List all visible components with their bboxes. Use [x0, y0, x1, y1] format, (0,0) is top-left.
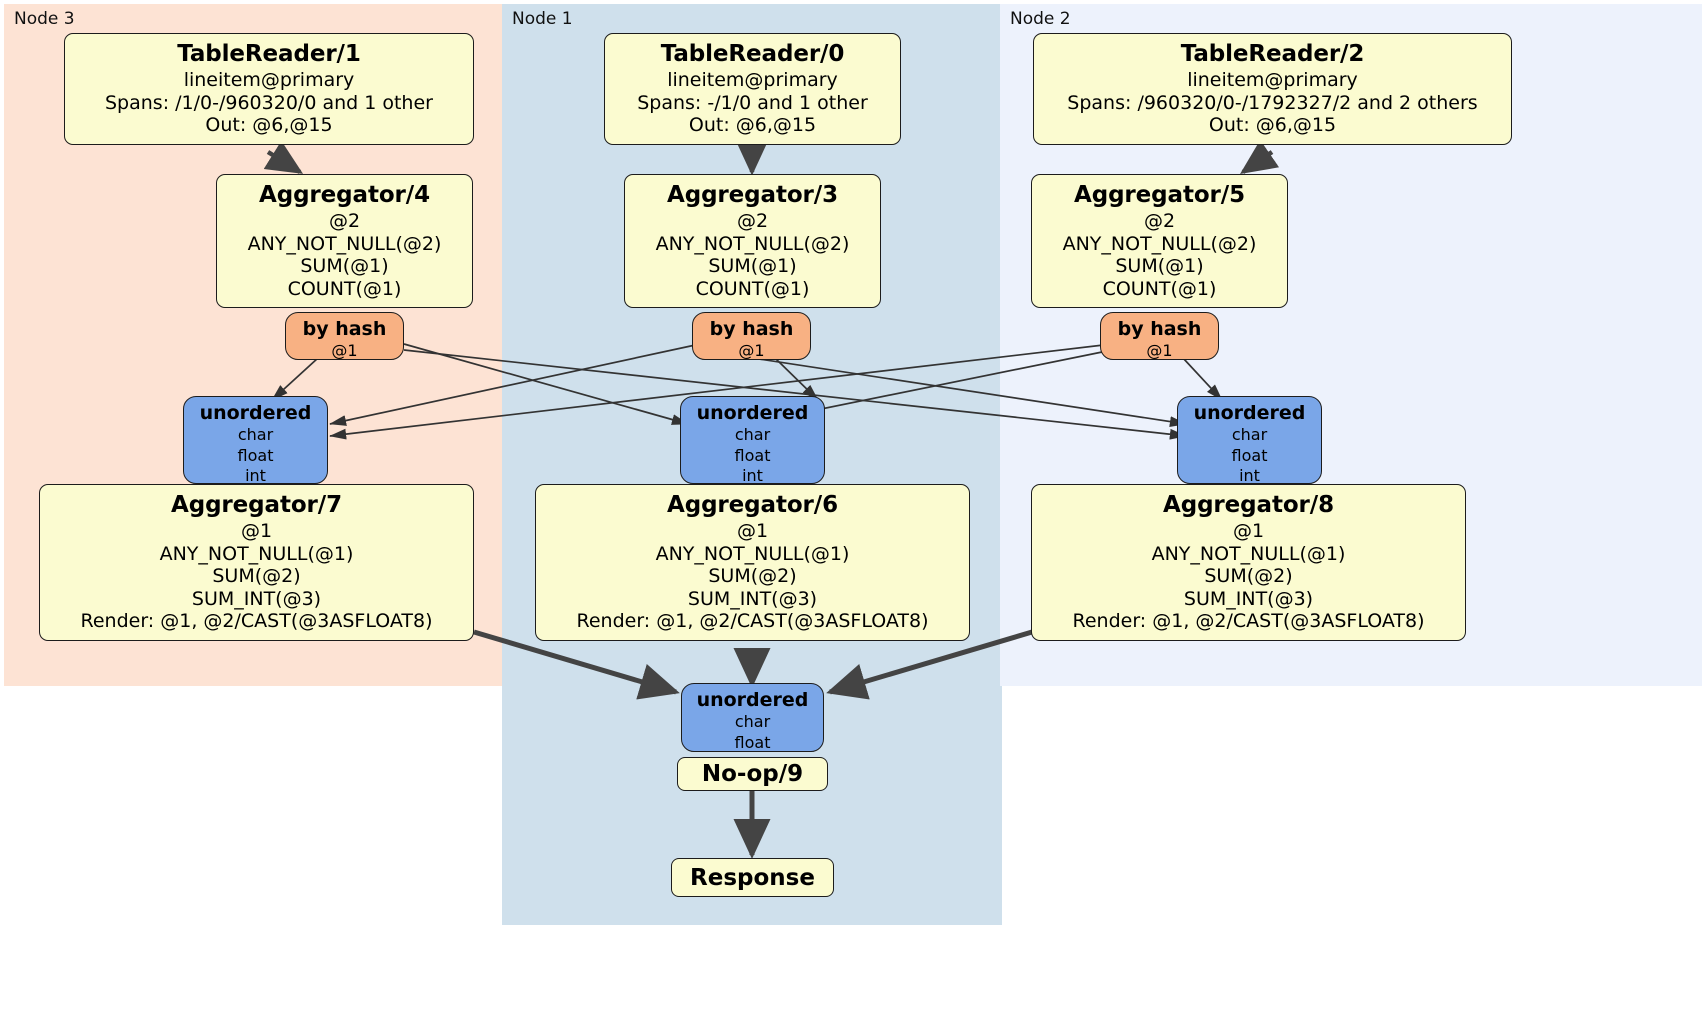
hash-router-column: @1 — [331, 340, 358, 360]
table-reader-spans: Spans: /960320/0-/1792327/2 and 2 others — [1067, 91, 1478, 114]
aggregator-func-3: COUNT(@1) — [287, 277, 402, 300]
unordered-router-type-2: float — [1231, 445, 1268, 465]
aggregator-func-3: SUM_INT(@3) — [191, 587, 322, 610]
table-reader-out: Out: @6,@15 — [205, 114, 333, 137]
aggregator-func-1: ANY_NOT_NULL(@1) — [159, 542, 354, 565]
unordered-router-type-2: float — [237, 445, 274, 465]
aggregator-box-8[interactable]: Aggregator/8 @1 ANY_NOT_NULL(@1) SUM(@2)… — [1031, 484, 1466, 642]
unordered-router-node1[interactable]: unordered char float int — [680, 396, 825, 486]
table-reader-table: lineitem@primary — [183, 68, 355, 91]
response-box[interactable]: Response — [671, 858, 834, 897]
aggregator-group: @1 — [1232, 519, 1265, 542]
unordered-router-title: unordered — [696, 402, 809, 424]
aggregator-group: @2 — [1143, 209, 1176, 232]
hash-router-node2[interactable]: by hash @1 — [1100, 312, 1219, 360]
aggregator-func-2: SUM(@2) — [212, 565, 301, 588]
aggregator-box-4[interactable]: Aggregator/4 @2 ANY_NOT_NULL(@2) SUM(@1)… — [216, 174, 473, 309]
unordered-router-type-1: char — [237, 424, 274, 444]
aggregator-box-6[interactable]: Aggregator/6 @1 ANY_NOT_NULL(@1) SUM(@2)… — [535, 484, 970, 642]
aggregator-func-1: ANY_NOT_NULL(@2) — [247, 232, 442, 255]
aggregator-func-2: SUM(@1) — [708, 255, 797, 278]
aggregator-group: @1 — [240, 519, 273, 542]
aggregator-box-7[interactable]: Aggregator/7 @1 ANY_NOT_NULL(@1) SUM(@2)… — [39, 484, 474, 642]
aggregator-func-3: COUNT(@1) — [695, 277, 810, 300]
aggregator-title: Aggregator/8 — [1163, 492, 1334, 518]
final-unordered-type-1: char — [734, 711, 771, 731]
aggregator-func-1: ANY_NOT_NULL(@2) — [655, 232, 850, 255]
noop-title: No-op/9 — [701, 761, 804, 787]
unordered-router-type-2: float — [734, 445, 771, 465]
aggregator-title: Aggregator/6 — [667, 492, 838, 518]
aggregator-render: Render: @1, @2/CAST(@3ASFLOAT8) — [80, 610, 433, 633]
table-reader-box-1[interactable]: TableReader/1 lineitem@primary Spans: /1… — [64, 33, 474, 145]
aggregator-render: Render: @1, @2/CAST(@3ASFLOAT8) — [576, 610, 929, 633]
hash-router-node3[interactable]: by hash @1 — [285, 312, 404, 360]
table-reader-spans: Spans: /1/0-/960320/0 and 1 other — [105, 91, 433, 114]
response-title: Response — [690, 864, 815, 891]
table-reader-title: TableReader/0 — [660, 41, 845, 67]
unordered-router-node2[interactable]: unordered char float int — [1177, 396, 1322, 486]
aggregator-func-3: COUNT(@1) — [1102, 277, 1217, 300]
hash-router-title: by hash — [709, 318, 794, 340]
aggregator-title: Aggregator/5 — [1074, 182, 1245, 208]
aggregator-group: @2 — [328, 209, 361, 232]
aggregator-title: Aggregator/3 — [667, 182, 838, 208]
final-unordered-type-2: float — [734, 732, 771, 752]
unordered-router-type-3: int — [245, 466, 266, 486]
aggregator-group: @2 — [736, 209, 769, 232]
table-reader-out: Out: @6,@15 — [688, 114, 817, 137]
noop-box[interactable]: No-op/9 — [677, 757, 828, 791]
unordered-router-title: unordered — [1193, 402, 1306, 424]
node-panel-label-node1: Node 1 — [512, 9, 573, 29]
unordered-router-type-3: int — [1239, 466, 1260, 486]
unordered-router-type-1: char — [1231, 424, 1268, 444]
hash-router-column: @1 — [738, 340, 765, 360]
table-reader-table: lineitem@primary — [1187, 68, 1358, 91]
aggregator-title: Aggregator/7 — [171, 492, 342, 518]
hash-router-column: @1 — [1146, 340, 1173, 360]
aggregator-func-1: ANY_NOT_NULL(@1) — [1151, 542, 1346, 565]
aggregator-func-1: ANY_NOT_NULL(@1) — [655, 542, 850, 565]
table-reader-box-2[interactable]: TableReader/2 lineitem@primary Spans: /9… — [1033, 33, 1512, 145]
aggregator-func-3: SUM_INT(@3) — [687, 587, 818, 610]
aggregator-box-5[interactable]: Aggregator/5 @2 ANY_NOT_NULL(@2) SUM(@1)… — [1031, 174, 1288, 309]
table-reader-box-0[interactable]: TableReader/0 lineitem@primary Spans: -/… — [604, 33, 901, 145]
final-unordered-title: unordered — [696, 689, 809, 711]
unordered-router-type-1: char — [734, 424, 771, 444]
table-reader-title: TableReader/1 — [177, 41, 361, 67]
aggregator-func-1: ANY_NOT_NULL(@2) — [1062, 232, 1257, 255]
aggregator-title: Aggregator/4 — [259, 182, 430, 208]
aggregator-func-3: SUM_INT(@3) — [1183, 587, 1314, 610]
aggregator-render: Render: @1, @2/CAST(@3ASFLOAT8) — [1072, 610, 1425, 633]
node-panel-label-node3: Node 3 — [14, 9, 75, 29]
node-panel-label-node2: Node 2 — [1010, 9, 1071, 29]
aggregator-box-3[interactable]: Aggregator/3 @2 ANY_NOT_NULL(@2) SUM(@1)… — [624, 174, 881, 309]
unordered-router-type-3: int — [742, 466, 763, 486]
hash-router-title: by hash — [1117, 318, 1202, 340]
table-reader-out: Out: @6,@15 — [1208, 114, 1337, 137]
final-unordered-router[interactable]: unordered char float — [681, 683, 824, 752]
aggregator-func-2: SUM(@1) — [1115, 255, 1204, 278]
hash-router-title: by hash — [302, 318, 387, 340]
aggregator-func-2: SUM(@2) — [1204, 565, 1293, 588]
aggregator-func-2: SUM(@2) — [708, 565, 797, 588]
hash-router-node1[interactable]: by hash @1 — [692, 312, 811, 360]
unordered-router-node3[interactable]: unordered char float int — [183, 396, 328, 486]
unordered-router-title: unordered — [199, 402, 312, 424]
table-reader-table: lineitem@primary — [667, 68, 838, 91]
aggregator-func-2: SUM(@1) — [300, 255, 389, 278]
aggregator-group: @1 — [736, 519, 769, 542]
table-reader-title: TableReader/2 — [1180, 41, 1365, 67]
table-reader-spans: Spans: -/1/0 and 1 other — [637, 91, 868, 114]
